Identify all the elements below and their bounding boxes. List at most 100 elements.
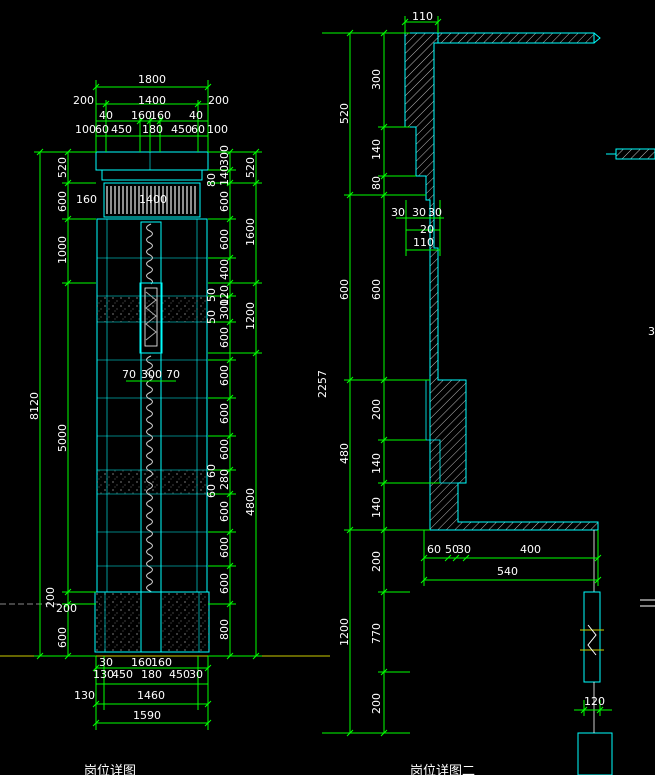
dim-bot-160b: 160 (151, 656, 172, 669)
dim-left-8120: 8120 (28, 392, 41, 420)
dim-bot-450b: 450 (169, 668, 190, 681)
cap-width-label: 1400 (139, 193, 167, 206)
dim-right-600a: 600 (218, 191, 231, 212)
dim-sec-140a: 140 (370, 139, 383, 160)
dim-top-overall: 1800 (138, 73, 166, 86)
footing (577, 732, 613, 775)
dim-bot-180: 180 (141, 668, 162, 681)
dim-base-30: 30 (457, 543, 471, 556)
cap-side-label: 160 (76, 193, 97, 206)
dim-right-50a: 50 (205, 288, 218, 302)
dim-right-600h: 600 (218, 537, 231, 558)
dim-sec-2257: 2257 (316, 370, 329, 398)
side-slab (615, 148, 655, 160)
dim-sec-80: 80 (370, 176, 383, 190)
dim-top-160a: 160 (131, 109, 152, 122)
dim-sec-200a: 200 (370, 399, 383, 420)
dim-sec-600: 600 (338, 279, 351, 300)
dim-top-40b: 40 (189, 109, 203, 122)
dim-base-60: 60 (427, 543, 441, 556)
dim-sec-140c: 140 (370, 497, 383, 518)
panel-dim-70a: 70 (122, 368, 136, 381)
dim-sec-top-110: 110 (412, 10, 433, 23)
dim-sec-20: 20 (420, 223, 434, 236)
panel-dim-70b: 70 (166, 368, 180, 381)
dim-footing-120: 120 (584, 695, 605, 708)
dim-base-400: 400 (520, 543, 541, 556)
dim-sec-30b: 30 (412, 206, 426, 219)
dim-left-5000: 5000 (56, 424, 69, 452)
dim-right-140: 140 (218, 165, 231, 186)
dim-right-600i: 600 (218, 573, 231, 594)
dim-right-600c: 600 (218, 327, 231, 348)
pillar-cap (95, 151, 209, 171)
dim-left-520: 520 (56, 157, 69, 178)
dim-bot-130a: 130 (93, 668, 114, 681)
dim-base-540: 540 (497, 565, 518, 578)
dim-right-1200: 1200 (244, 302, 257, 330)
dim-sec-200b: 200 (370, 551, 383, 572)
pillar-cap-lower (101, 169, 203, 181)
panel-dim-300: 300 (141, 368, 162, 381)
dim-top-60a: 60 (95, 123, 109, 136)
dim-base-50: 50 (445, 543, 459, 556)
dim-top-450a: 450 (111, 123, 132, 136)
ornament-scroll (146, 223, 153, 597)
dim-left-600b: 600 (56, 627, 69, 648)
dim-bot-160a: 160 (131, 656, 152, 669)
dim-top-left-200: 200 (73, 94, 94, 107)
dim-right-600f: 600 (218, 439, 231, 460)
inset-panel (139, 282, 163, 354)
dim-sec-300: 300 (370, 69, 383, 90)
dim-left-200b: 200 (56, 602, 77, 615)
dim-sec-110b: 110 (413, 236, 434, 249)
dim-bot-30b: 30 (189, 668, 203, 681)
dim-right-1600: 1600 (244, 218, 257, 246)
dim-bot-1590: 1590 (133, 709, 161, 722)
dim-right-60a: 60 (205, 464, 218, 478)
dim-right-50b: 50 (205, 310, 218, 324)
dim-right-60b: 60 (205, 484, 218, 498)
dim-top-100b: 100 (207, 123, 228, 136)
dim-top-60b: 60 (191, 123, 205, 136)
dim-sec-140b: 140 (370, 453, 383, 474)
top-slab (437, 32, 595, 44)
dim-right-120: 120 (218, 285, 231, 306)
dim-right-800: 800 (218, 619, 231, 640)
dim-right-80: 80 (205, 173, 218, 187)
dim-sec-30a: 30 (391, 206, 405, 219)
edge-label: 3 (648, 325, 655, 338)
dim-top-100a: 100 (75, 123, 96, 136)
pillar-shaft (96, 218, 208, 593)
title-right: 岗位详图二 (410, 764, 475, 775)
dim-bot-1460: 1460 (137, 689, 165, 702)
dim-right-280: 280 (218, 469, 231, 490)
dim-top-40a: 40 (99, 109, 113, 122)
elevation-left: 1800 200 1400 200 40 160 160 40 100 60 4… (0, 73, 330, 775)
dim-sec-30c: 30 (428, 206, 442, 219)
dim-right-4800: 4800 (244, 488, 257, 516)
dim-right-600d: 600 (218, 365, 231, 386)
dim-top-1400: 1400 (138, 94, 166, 107)
dim-right-300: 300 (218, 145, 231, 166)
dim-bot-30: 30 (99, 656, 113, 669)
dim-top-right-200: 200 (208, 94, 229, 107)
dim-right-600e: 600 (218, 403, 231, 424)
dim-sec-1200: 1200 (338, 618, 351, 646)
dim-right-520: 520 (244, 157, 257, 178)
dim-sec-480: 480 (338, 443, 351, 464)
wall-section (404, 32, 599, 531)
dim-bot-450a: 450 (112, 668, 133, 681)
title-left: 岗位详图 (84, 764, 136, 775)
section-right: 110 2257 520 600 480 1200 300 140 80 600… (316, 10, 655, 775)
dim-top-160b: 160 (150, 109, 171, 122)
dim-right-600g: 600 (218, 501, 231, 522)
dim-top-180: 180 (142, 123, 163, 136)
dim-right-300b: 300 (218, 299, 231, 320)
dim-top-450b: 450 (171, 123, 192, 136)
lower-post (583, 591, 601, 683)
dim-sec-200c: 200 (370, 693, 383, 714)
dim-sec-520: 520 (338, 103, 351, 124)
dim-right-600b: 600 (218, 229, 231, 250)
